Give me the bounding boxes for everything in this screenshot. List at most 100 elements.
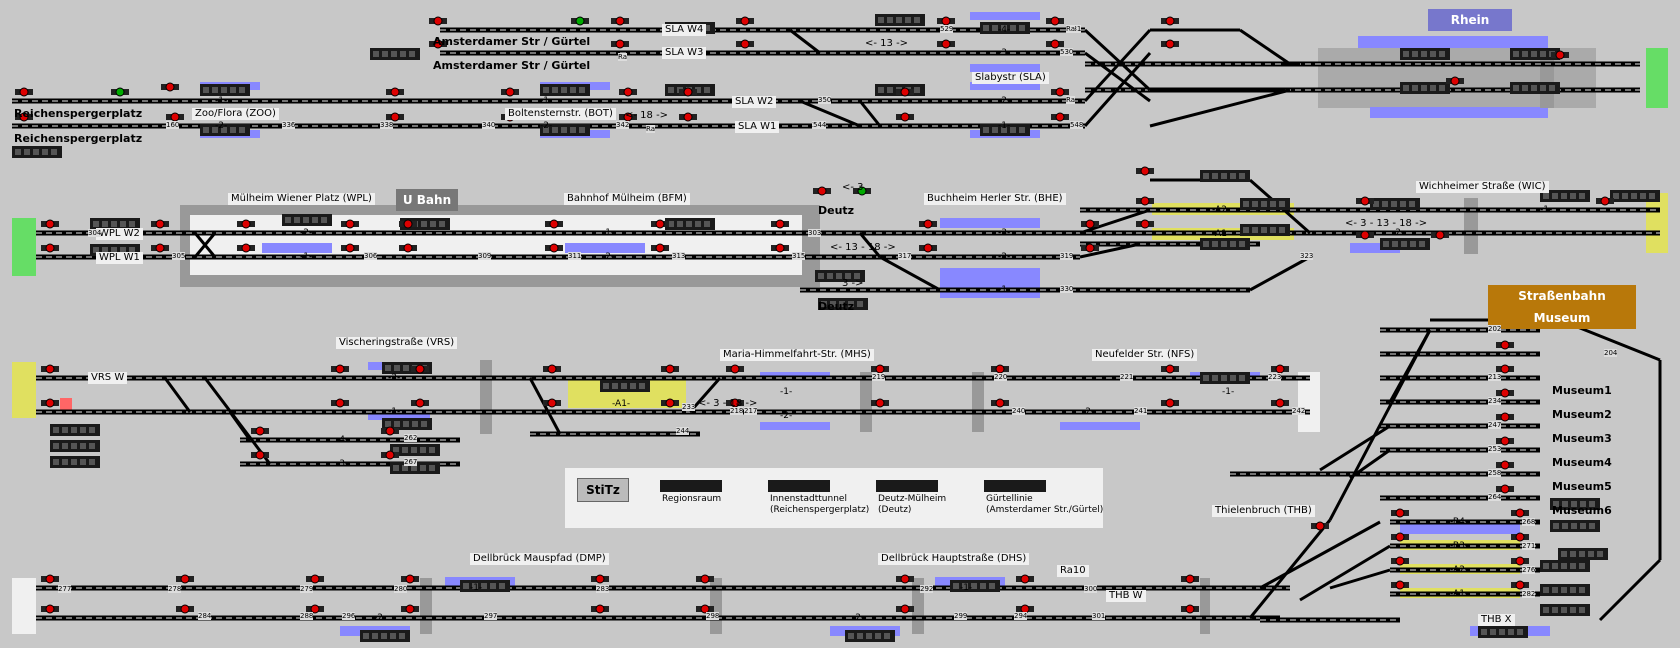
display-digit <box>1403 51 1409 57</box>
display-digit <box>612 383 618 389</box>
switch-line <box>1329 568 1391 590</box>
track-code-t22: -4- <box>336 435 349 445</box>
display-digit <box>1419 241 1425 247</box>
display-digit <box>1270 201 1276 207</box>
block-number: 288 <box>300 612 314 620</box>
block-number: 297 <box>484 612 498 620</box>
track-code-t29: -1- <box>470 583 483 593</box>
display-digit <box>15 149 21 155</box>
display-digit <box>854 273 860 279</box>
display-digit <box>543 87 549 93</box>
display-digit <box>129 221 135 227</box>
track-code-t9: -2- <box>300 228 313 238</box>
signal-red <box>665 364 675 374</box>
display-digit <box>980 583 986 589</box>
block-number: 202 <box>1488 325 1502 333</box>
train-number-display <box>1380 238 1430 250</box>
legend-display <box>984 480 1046 492</box>
legend-icon <box>660 480 722 492</box>
train-number-display <box>1550 498 1600 510</box>
train-number-display <box>370 48 420 60</box>
station-label-thbw: THB W <box>1106 590 1146 602</box>
rhein-platform-top <box>1358 36 1548 48</box>
signal-red <box>1050 16 1060 26</box>
block-number: 160 <box>166 121 180 129</box>
display-digit <box>51 149 57 155</box>
endpoint-white-nfs <box>1298 372 1320 432</box>
block-number: 241 <box>1134 407 1148 415</box>
display-digit <box>1430 85 1436 91</box>
display-digit <box>827 273 833 279</box>
track-code-t2: -2- <box>215 121 228 131</box>
display-digit <box>1579 607 1585 613</box>
display-digit <box>848 633 854 639</box>
display-digit <box>1561 193 1567 199</box>
signal-red <box>505 87 515 97</box>
signal-red <box>700 574 710 584</box>
signal-red <box>1020 574 1030 584</box>
route-label-r318: <- 3 - 18 -> <box>698 398 758 409</box>
display-digit <box>429 465 435 471</box>
train-number-display <box>90 218 140 230</box>
train-number-display <box>50 440 100 452</box>
switch-line <box>1248 519 1332 619</box>
display-digit <box>394 421 400 427</box>
display-digit <box>1561 587 1567 593</box>
signal-red <box>433 39 443 49</box>
display-digit <box>668 87 674 93</box>
signal-red <box>665 398 675 408</box>
display-digit <box>372 633 378 639</box>
train-number-display <box>818 298 868 310</box>
display-digit <box>429 447 435 453</box>
display-digit <box>1540 85 1546 91</box>
display-digit <box>857 633 863 639</box>
display-digit <box>818 273 824 279</box>
display-digit <box>421 421 427 427</box>
signal-red <box>549 243 559 253</box>
switch-line <box>858 232 882 258</box>
display-digit <box>120 247 126 253</box>
display-digit <box>411 465 417 471</box>
signal-red <box>1555 50 1565 60</box>
display-digit <box>203 127 209 133</box>
display-digit <box>989 583 995 589</box>
block-number: 292 <box>920 585 934 593</box>
signal-red <box>1055 112 1065 122</box>
route-label-r18a: <- 18 -> <box>625 110 669 121</box>
display-digit <box>884 633 890 639</box>
track-code-t13: -3- <box>998 228 1011 238</box>
block-number: 221 <box>1120 373 1134 381</box>
display-digit <box>668 221 674 227</box>
display-digit <box>1579 551 1585 557</box>
display-digit <box>1203 375 1209 381</box>
switch-line <box>789 28 821 55</box>
train-number-display <box>540 84 590 96</box>
display-digit <box>42 149 48 155</box>
display-digit <box>1552 193 1558 199</box>
display-digit <box>836 273 842 279</box>
platform-edge <box>940 218 1040 228</box>
train-number-display <box>665 218 715 230</box>
signal-red <box>1315 521 1325 531</box>
block-number: 280 <box>394 585 408 593</box>
display-digit <box>1522 85 1528 91</box>
display-digit <box>1230 375 1236 381</box>
switch-line <box>1249 255 1311 292</box>
display-digit <box>403 421 409 427</box>
signal-red <box>345 243 355 253</box>
display-digit <box>570 87 576 93</box>
display-digit <box>1561 551 1567 557</box>
block-number: 217 <box>744 407 758 415</box>
display-digit <box>630 383 636 389</box>
display-digit <box>639 383 645 389</box>
display-digit <box>1203 241 1209 247</box>
train-number-display <box>1400 82 1450 94</box>
display-digit <box>1412 85 1418 91</box>
block-number: 244 <box>676 427 690 435</box>
switch-line <box>1083 28 1152 103</box>
signal-red <box>995 364 1005 374</box>
signal-red <box>45 243 55 253</box>
legend-entry-leg3: Deutz-Mülheim (Deutz) <box>878 494 947 515</box>
signal-red <box>615 16 625 26</box>
